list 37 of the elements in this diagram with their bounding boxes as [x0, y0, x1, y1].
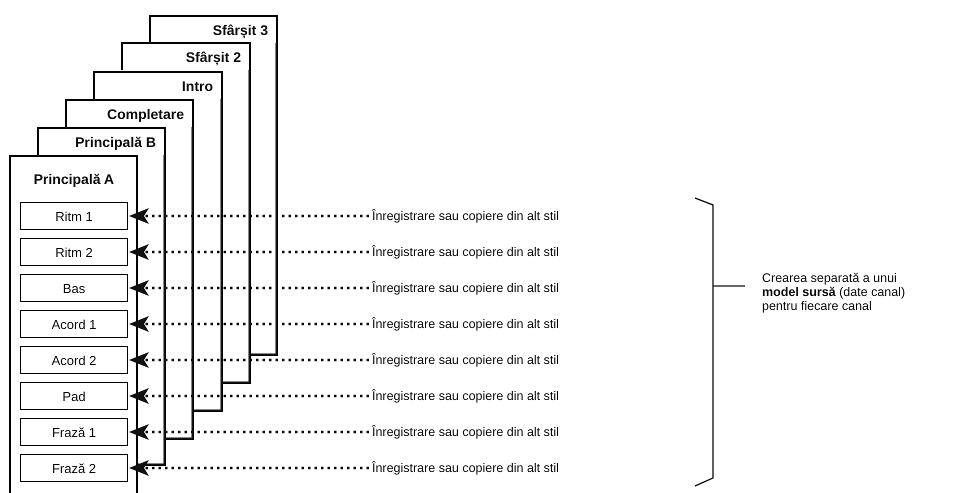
recording-note: Înregistrare sau copiere din alt stil	[372, 316, 559, 332]
section-tab	[149, 15, 278, 43]
channel-box: Frază 2	[20, 454, 128, 482]
recording-note: Înregistrare sau copiere din alt stil	[372, 460, 559, 476]
recording-note: Înregistrare sau copiere din alt stil	[372, 424, 559, 440]
section-title: Sfârșit 2	[186, 49, 241, 65]
dotted-arrow	[129, 388, 369, 404]
recording-note: Înregistrare sau copiere din alt stil	[372, 280, 559, 296]
dotted-arrow	[129, 352, 369, 368]
section-title: Sfârșit 3	[212, 22, 268, 38]
recording-note: Înregistrare sau copiere din alt stil	[372, 352, 559, 368]
section-title: Principală A	[34, 171, 114, 187]
section-tab	[121, 42, 251, 70]
section-title: Completare	[106, 106, 184, 122]
section-tab	[37, 127, 166, 155]
section-card	[9, 155, 138, 493]
dotted-arrow	[129, 460, 369, 476]
dotted-arrow	[129, 424, 369, 440]
channel-box: Acord 2	[20, 346, 128, 374]
dotted-arrow	[129, 316, 369, 332]
dotted-arrow	[129, 208, 369, 224]
channel-box: Ritm 1	[20, 202, 128, 230]
recording-note: Înregistrare sau copiere din alt stil	[372, 388, 559, 404]
section-title: Intro	[182, 78, 213, 94]
section-tab	[93, 71, 223, 99]
recording-note: Înregistrare sau copiere din alt stil	[372, 244, 559, 260]
channel-box: Frază 1	[20, 418, 128, 446]
recording-note: Înregistrare sau copiere din alt stil	[372, 208, 559, 224]
channel-box: Pad	[20, 382, 128, 410]
section-tab	[65, 99, 194, 127]
channel-box: Acord 1	[20, 310, 128, 338]
dotted-arrow	[129, 244, 369, 260]
channel-box: Bas	[20, 274, 128, 302]
dotted-arrow	[129, 280, 369, 296]
section-title: Principală B	[75, 134, 156, 150]
bracket-note: Crearea separată a unui model sursă (date canal) pentru fiecare canal	[762, 271, 906, 313]
channel-box: Ritm 2	[20, 238, 128, 266]
